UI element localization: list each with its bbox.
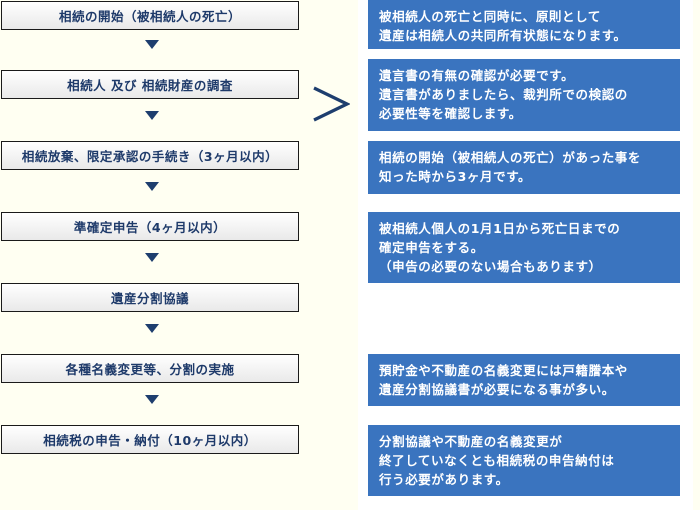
note-tax-filing-requirement: 分割協議や不動産の名義変更が 終了していなくとも相続税の申告納付は 行う必要があ… xyxy=(368,425,680,496)
note-will-confirmation: 遺言書の有無の確認が必要です。 遺言書がありましたら、裁判所での検認の 必要性等… xyxy=(368,59,680,131)
note-inheritance-start: 被相続人の死亡と同時に、原則として 遺産は相続人の共同所有状態になります。 xyxy=(368,0,680,49)
down-triangle-icon xyxy=(145,253,159,262)
note-renunciation-deadline: 相続の開始（被相続人の死亡）があった事を 知った時から3ヶ月です。 xyxy=(368,141,680,194)
step-estate-division-discussion: 遺産分割協議 xyxy=(1,283,299,312)
step-name-change-execution: 各種名義変更等、分割の実施 xyxy=(1,354,299,383)
step-inheritance-start: 相続の開始（被相続人の死亡） xyxy=(1,1,299,30)
down-triangle-icon xyxy=(145,324,159,333)
step-quasi-final-return: 準確定申告（4ヶ月以内） xyxy=(1,212,299,241)
down-triangle-icon xyxy=(145,182,159,191)
note-name-change-documents: 預貯金や不動産の名義変更には戸籍謄本や 遺産分割協議書が必要になる事が多い。 xyxy=(368,354,680,406)
note-quasi-final-return: 被相続人個人の1月1日から死亡日までの 確定申告をする。 （申告の必要のない場合… xyxy=(368,212,680,283)
step-tax-filing-payment: 相続税の申告・納付（10ヶ月以内） xyxy=(1,425,299,454)
chevron-right-icon xyxy=(313,86,350,122)
step-heir-asset-investigation: 相続人 及び 相続財産の調査 xyxy=(1,70,299,99)
down-triangle-icon xyxy=(145,111,159,120)
down-triangle-icon xyxy=(145,395,159,404)
step-renunciation-procedure: 相続放棄、限定承認の手続き（3ヶ月以内） xyxy=(1,141,299,170)
down-triangle-icon xyxy=(145,40,159,49)
